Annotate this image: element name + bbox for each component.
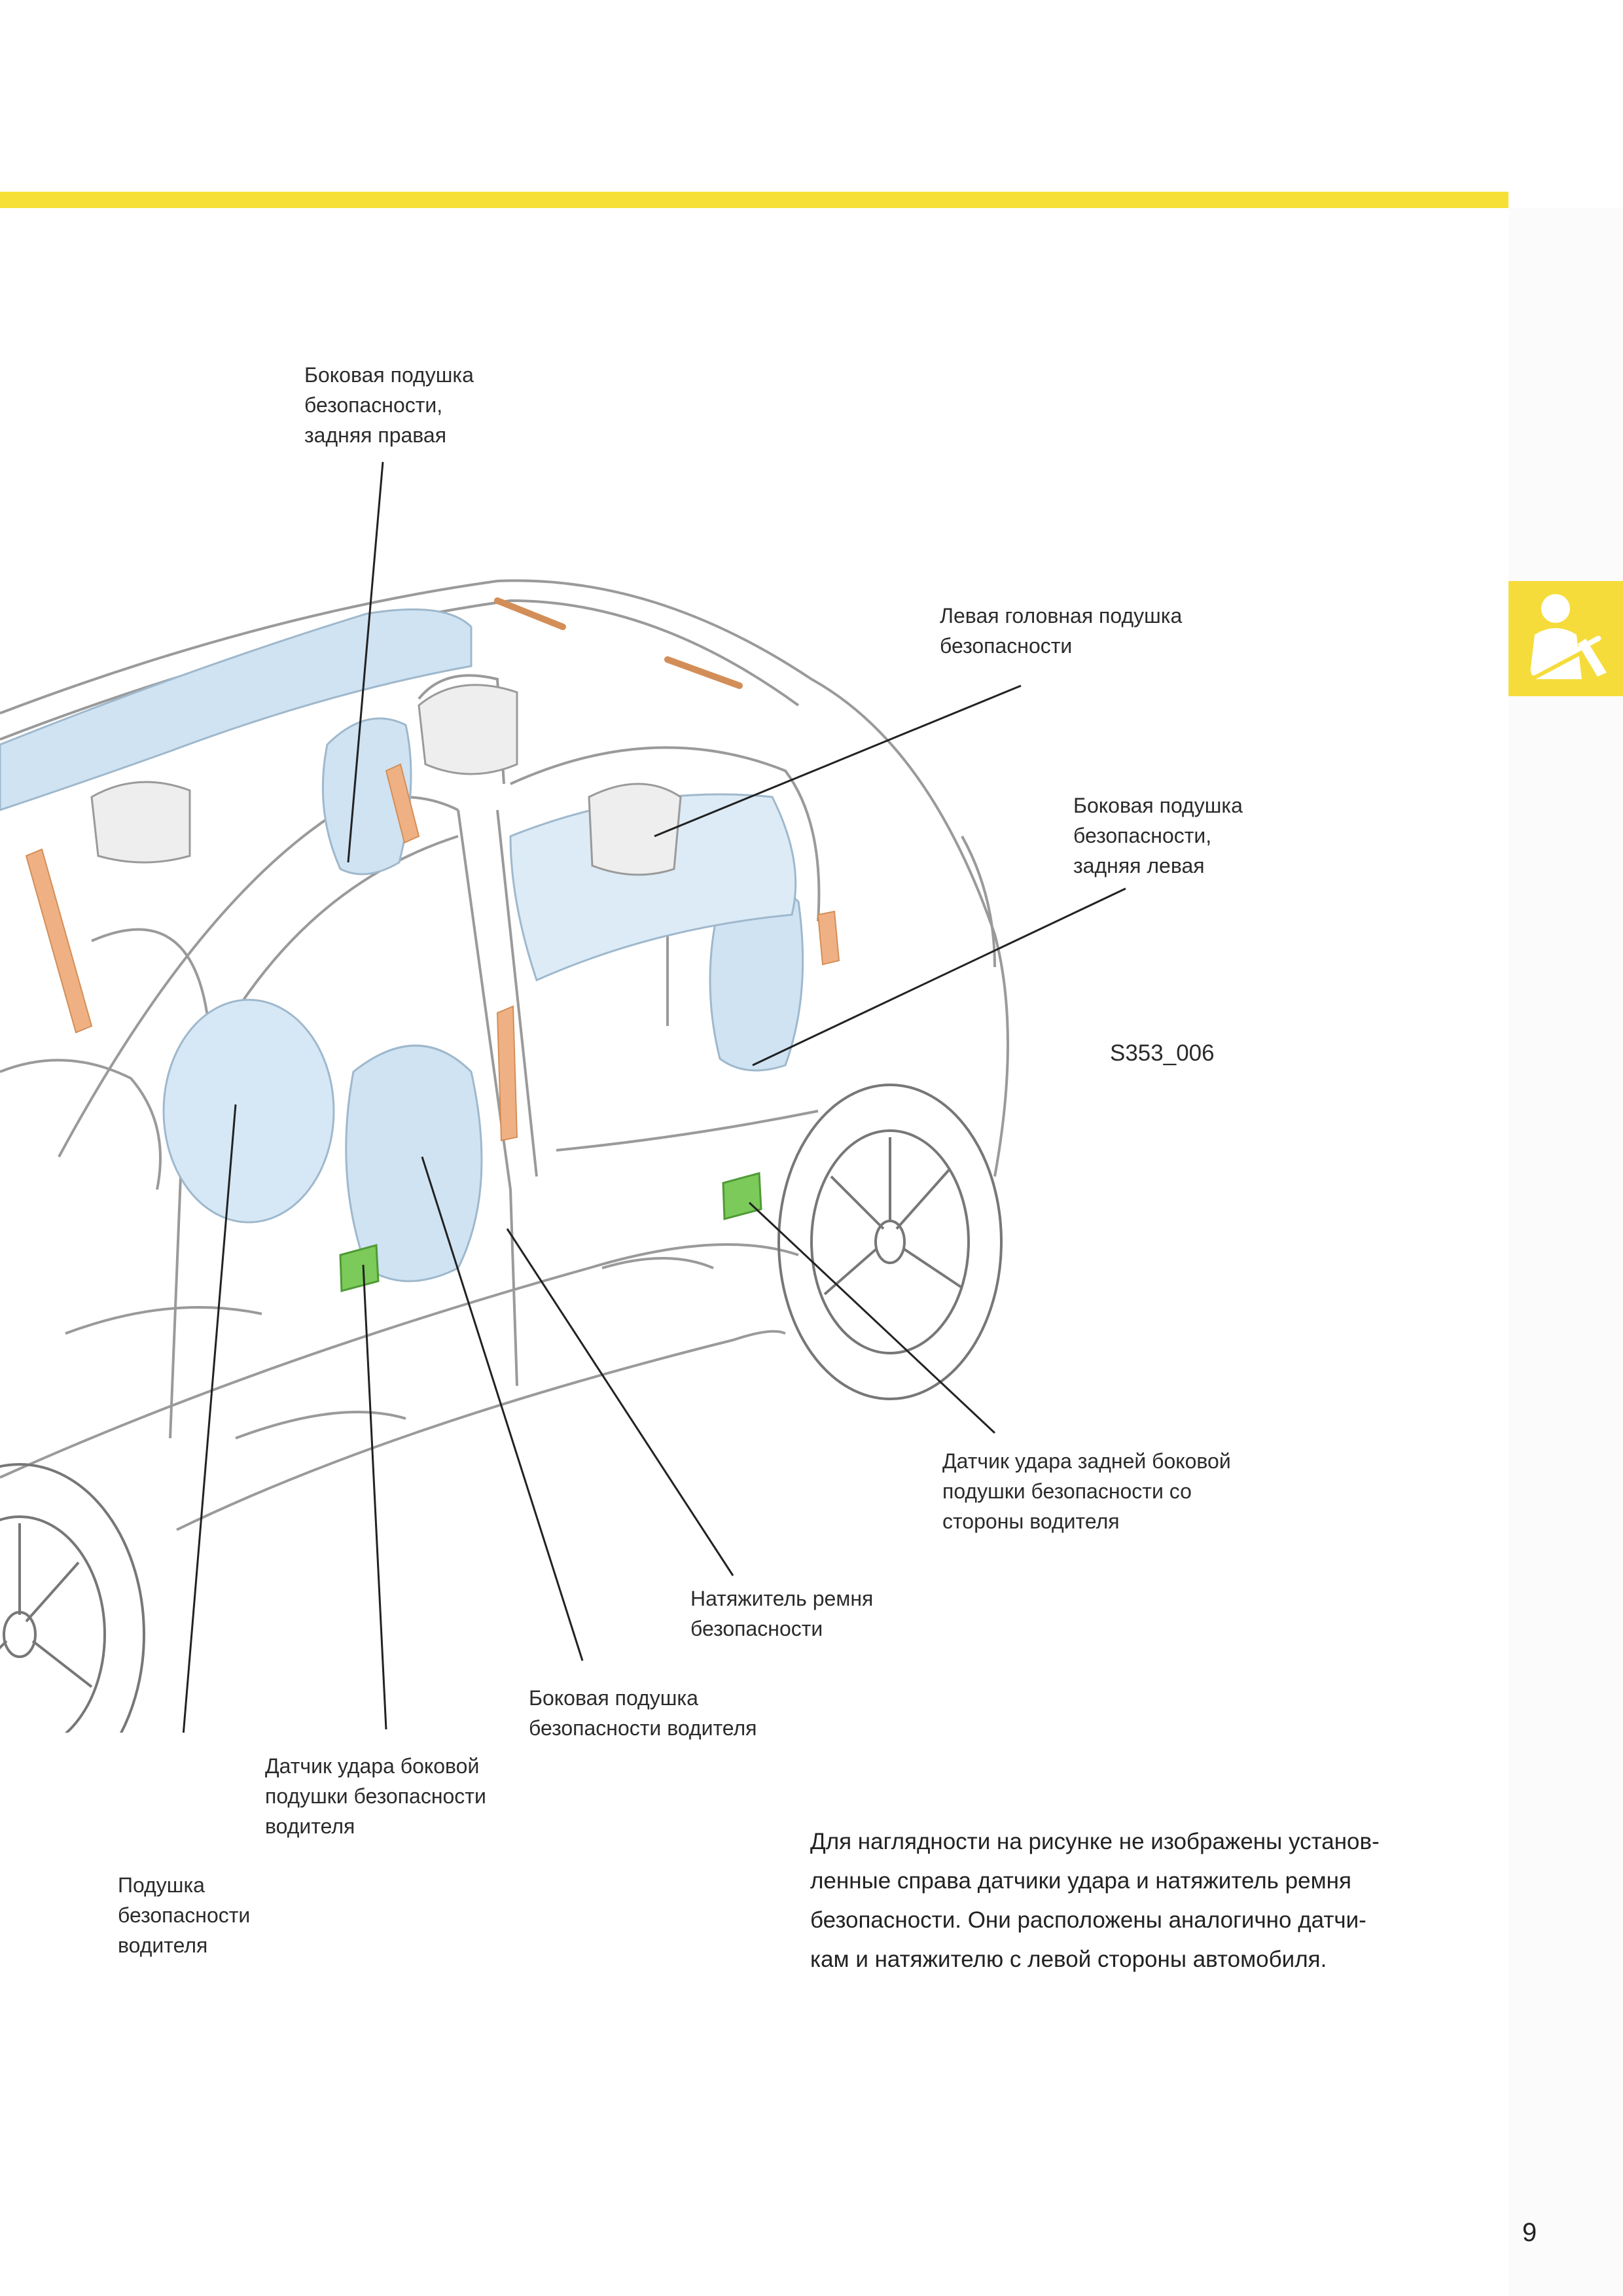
car-airbag-illustration bbox=[0, 461, 1126, 1733]
header-accent-bar bbox=[0, 192, 1508, 208]
label-side-airbag-rear-right: Боковая подушка безопасности, задняя пра… bbox=[304, 363, 474, 447]
label-head-airbag-left: Левая головная подушка безопасности bbox=[940, 604, 1183, 658]
label-driver-airbag: Подушка безопасности водителя bbox=[118, 1873, 251, 1957]
label-driver-side-airbag: Боковая подушка безопасности водителя bbox=[529, 1686, 757, 1740]
label-side-impact-sensor: Датчик удара боковой подушки безопасност… bbox=[265, 1754, 486, 1838]
page-number: 9 bbox=[1522, 2218, 1537, 2247]
figure-reference: S353_006 bbox=[1110, 1040, 1215, 1066]
seatbelt-person-icon bbox=[1525, 594, 1607, 682]
side-margin-panel bbox=[1508, 208, 1623, 2296]
label-side-airbag-rear-left: Боковая подушка безопасности, задняя лев… bbox=[1073, 794, 1243, 877]
label-rear-side-impact-sensor: Датчик удара задней боковой подушки безо… bbox=[942, 1449, 1231, 1533]
explanatory-note: Для наглядности на рисунке не изображены… bbox=[810, 1829, 1380, 1972]
section-tab[interactable] bbox=[1508, 581, 1623, 696]
label-belt-tensioner: Натяжитель ремня безопасности bbox=[690, 1587, 874, 1640]
